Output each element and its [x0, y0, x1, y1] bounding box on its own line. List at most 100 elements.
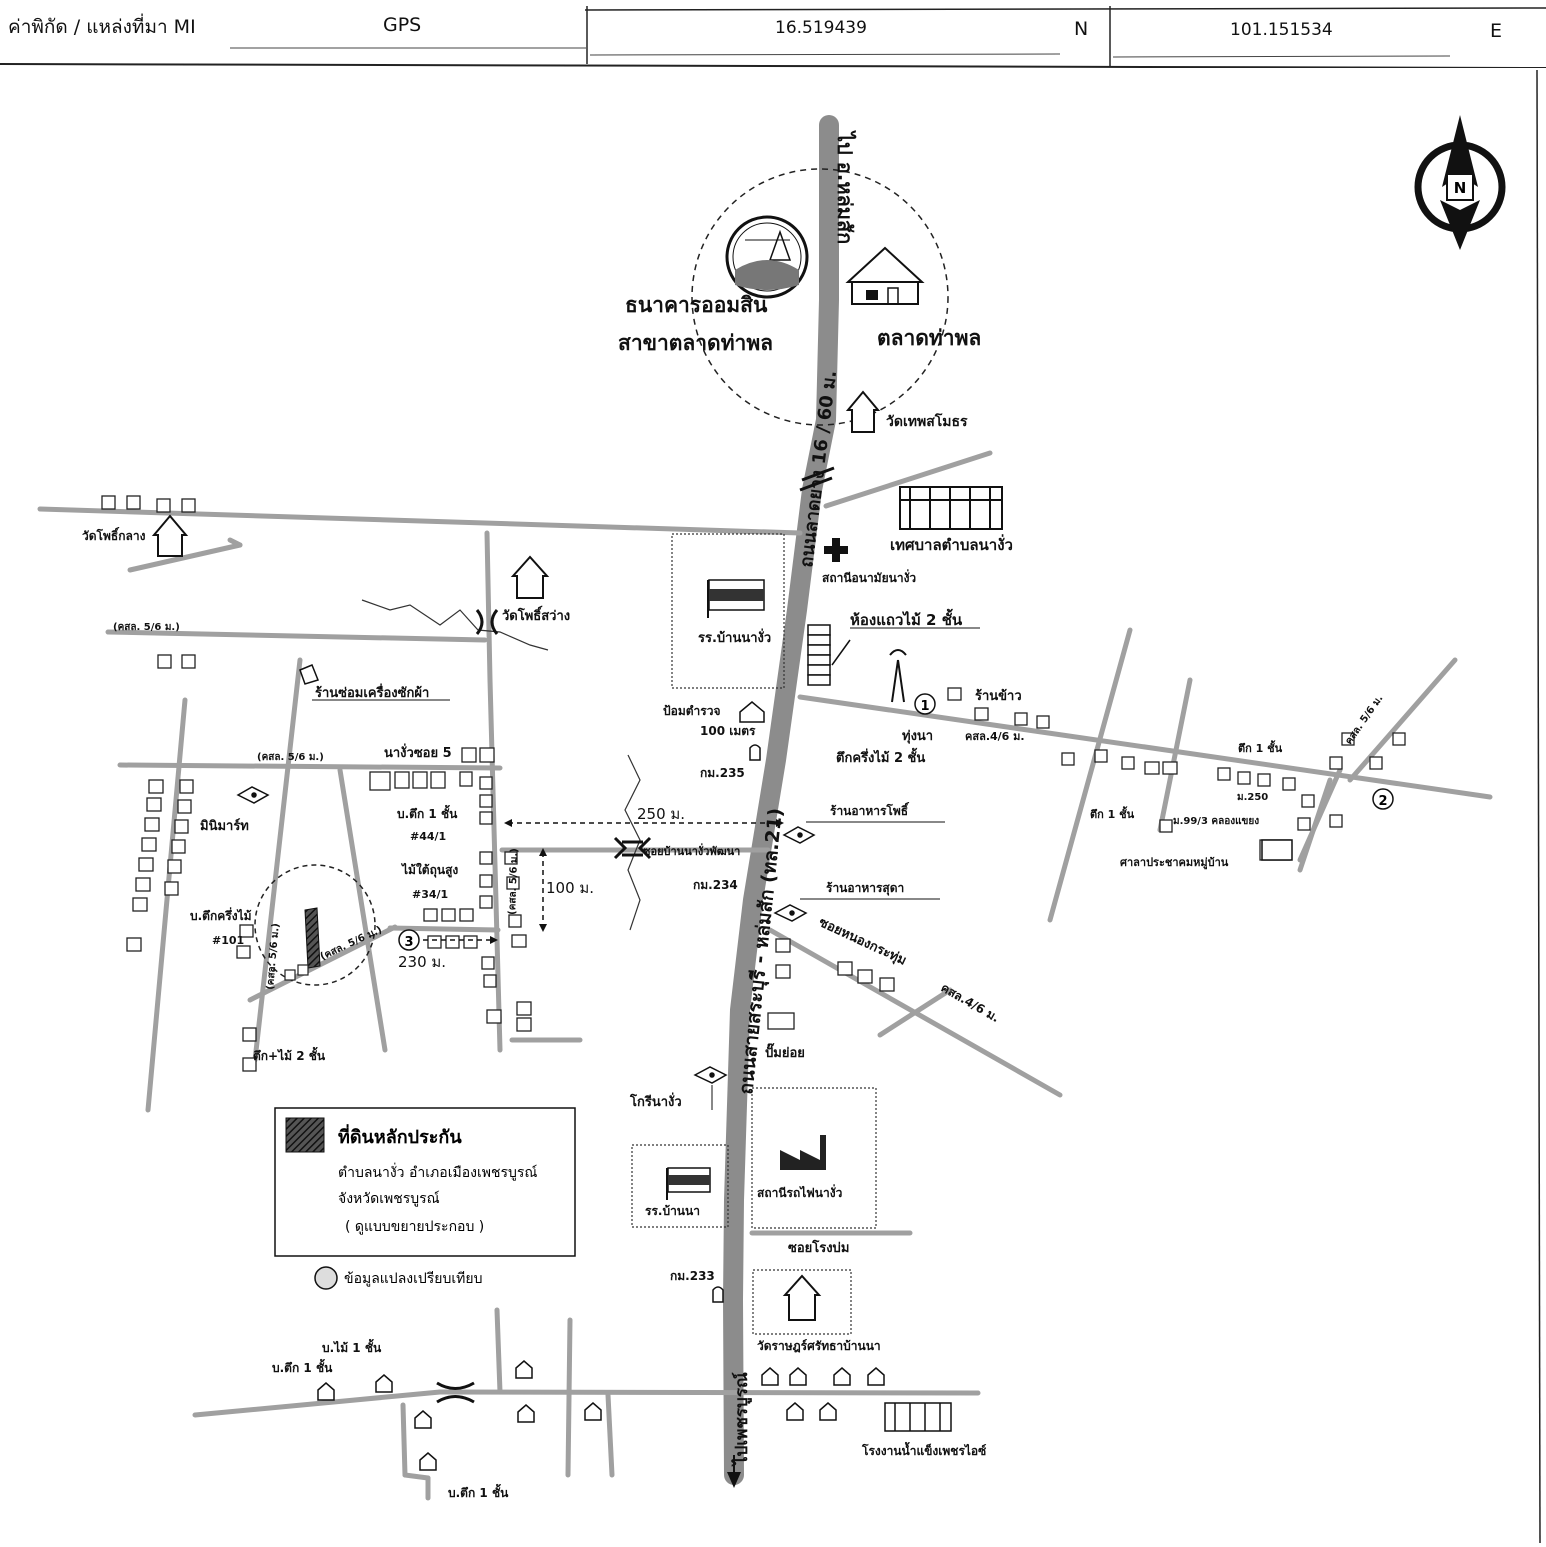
gsb-label-line1: ธนาคารออมสิน	[625, 293, 768, 317]
bldg-right-label-2: ตึก 1 ชั้น	[1090, 806, 1135, 821]
rice-mill-label: โกรีนางั่ว	[629, 1092, 682, 1110]
wat-pho-klang-label: วัดโพธิ์กลาง	[82, 527, 146, 543]
road-4-6-lower-label: คสล.4/6 ม.	[939, 980, 1002, 1025]
legend-line-1: ตำบลนางั่ว อำเภอเมืองเพชรบูรณ์	[338, 1163, 537, 1181]
soi5-label: นางั่วซอย 5	[384, 743, 452, 761]
legend-title: ที่ดินหลักประกัน	[338, 1124, 462, 1148]
police-box-label: ป้อมตำรวจ	[663, 704, 720, 718]
temple-icon	[151, 390, 881, 1321]
road-4-6-upper-label: คสล.4/6 ม.	[965, 730, 1025, 743]
landmark-radius-circle	[691, 168, 949, 426]
factory-icon	[780, 1135, 826, 1170]
station-boundary	[751, 1087, 877, 1229]
minimart-label: มินิมาร์ท	[200, 818, 249, 834]
half-wood-label: ตึกครึ่งไม้ 2 ชั้น	[836, 747, 925, 766]
restaurant-2-label: ร้านอาหารสุดา	[826, 881, 904, 896]
shop-rice-label: ร้านข้าว	[975, 688, 1022, 704]
gas-pump-label: ปั๊มย่อย	[765, 1043, 805, 1061]
longitude-direction: E	[1490, 20, 1503, 42]
community-center-icon	[1261, 839, 1293, 861]
wat-pho-sawang-label: วัดโพธิ์สว่าง	[502, 605, 570, 624]
house-brick-label-2: บ.ตึก 1 ชั้น	[448, 1483, 509, 1500]
bldg-34-label: ไม้ใต้ถุนสูง	[400, 862, 458, 878]
house-squares	[101, 495, 1406, 1072]
police-distance-label: 100 เมตร	[700, 724, 756, 738]
house-brick-label: บ.ตึก 1 ชั้น	[272, 1358, 333, 1375]
bldg-44-label: บ.ตึก 1 ชั้น	[397, 804, 458, 821]
road-5-6-e-label: (คสล. 5/6 ม.)	[319, 925, 384, 963]
bridge-icon	[436, 609, 652, 1404]
legend-plot-swatch	[285, 1117, 325, 1153]
km233-label: กม.233	[670, 1269, 715, 1283]
school-boundary-2	[631, 1144, 729, 1228]
legend-line-2: จังหวัดเพชรบูรณ์	[338, 1190, 440, 1207]
road-network	[37, 450, 1493, 1501]
bldg-44-number: #44/1	[410, 830, 446, 843]
road-5-6-c-label: (คสล. 5/6 ม.)	[507, 848, 520, 915]
longitude-value: 101.151534	[1230, 20, 1333, 40]
coordinate-header: ค่าพิกัด / แหล่งที่มา MI GPS 16.519439 N…	[0, 0, 1546, 68]
compass-label: N	[1454, 179, 1467, 197]
shop-repair-label: ร้านซ่อมเครื่องซักผ้า	[315, 683, 429, 701]
house-wood-label: บ.ไม้ 1 ชั้น	[322, 1338, 382, 1355]
school-ban-na-label: รร.บ้านนา	[645, 1204, 700, 1218]
road-to-phetchabun-label: ไปเพชรบูรณ์	[731, 1372, 753, 1467]
soi-rong-bom-label: ซอยโรงบ่ม	[788, 1239, 849, 1256]
main-highway	[722, 115, 839, 1488]
community-center-label: ศาลาประชาคมหมู่บ้าน	[1120, 856, 1229, 870]
legend-line-3: ( ดูแบบขยายประกอบ )	[345, 1219, 484, 1235]
distance-100-label: 100 ม.	[546, 879, 594, 897]
soi-bridge-label: ซอยบ้านนางั่วพัฒนา	[643, 843, 740, 858]
plot-neighbors	[284, 964, 309, 981]
subject-plot	[304, 907, 321, 969]
municipality-label: เทศบาลตำบลนางั่ว	[890, 534, 1013, 554]
m99-label: ม.99/3 คลองแขยง	[1173, 816, 1259, 827]
thai-flag-icon	[707, 579, 765, 618]
market-label: ตลาดท่าพล	[877, 326, 981, 350]
km-post-icon	[712, 744, 761, 1303]
thai-flag-icon	[666, 1167, 711, 1200]
latitude-value: 16.519439	[775, 18, 867, 38]
marker-1: 1	[920, 699, 929, 714]
distance-arrows	[423, 822, 780, 941]
road-5-6-b-label: (คสล. 5/6 ม.)	[257, 752, 324, 763]
legend-compare-label: ข้อมูลแปลงเปรียบเทียบ	[344, 1271, 483, 1287]
train-station-label: สถานีรถไฟนางั่ว	[757, 1184, 843, 1200]
stream-south	[624, 754, 641, 931]
municipality-building-icon	[899, 486, 1003, 530]
shophouse-label: ห้องแถวไม้ 2 ชั้น	[850, 608, 963, 629]
health-cross-icon	[824, 538, 848, 562]
road-5-6-ne-label: คสล. 5/6 ม.	[1343, 693, 1385, 747]
wat-rat-label: วัดราษฎร์ศรัทธาบ้านนา	[757, 1339, 881, 1353]
rice-field-label: ทุ่งนา	[902, 729, 933, 744]
shophouse-block	[807, 624, 831, 686]
school-na-ngua-label: รร.บ้านนางั่ว	[698, 628, 771, 646]
map-canvas: N 1 2 3	[37, 69, 1541, 1544]
river-stream	[361, 599, 549, 651]
km235-label: กม.235	[700, 766, 745, 780]
km234-label: กม.234	[693, 878, 738, 892]
soi-nong-kratum-label: ซอยหนองกระทุ่ม	[816, 915, 908, 969]
source-label: ค่าพิกัด / แหล่งที่มา MI	[8, 16, 196, 38]
gsb-bank-logo-icon	[725, 215, 809, 299]
distance-230-label: 230 ม.	[398, 953, 446, 971]
pointer-line	[831, 639, 851, 666]
police-box-icon	[739, 701, 765, 723]
gps-method: GPS	[383, 14, 422, 36]
m250-label: ม.250	[1237, 792, 1268, 803]
north-arrow-icon	[1414, 115, 1506, 250]
house-icon	[317, 1360, 885, 1471]
legend-box	[274, 1107, 576, 1257]
marker-3: 3	[404, 935, 413, 950]
road-to-lomsak-label: ไป อ.หล่มสัก	[833, 130, 857, 244]
shop-icon	[236, 664, 816, 1084]
bldg-half-2-label: ตึก+ไม้ 2 ชั้น	[253, 1046, 326, 1063]
ice-factory-label: โรงงานน้ำแข็งเพชรไอซ์	[861, 1441, 986, 1458]
road-5-6-a-label: (คสล. 5/6 ม.)	[113, 622, 180, 633]
header-lines	[0, 6, 1546, 68]
marker-2: 2	[1378, 794, 1387, 809]
comparison-marker	[314, 693, 1394, 1290]
subject-radius-circle	[254, 864, 376, 986]
temple-boundary	[752, 1269, 852, 1335]
school-boundary	[671, 533, 785, 689]
